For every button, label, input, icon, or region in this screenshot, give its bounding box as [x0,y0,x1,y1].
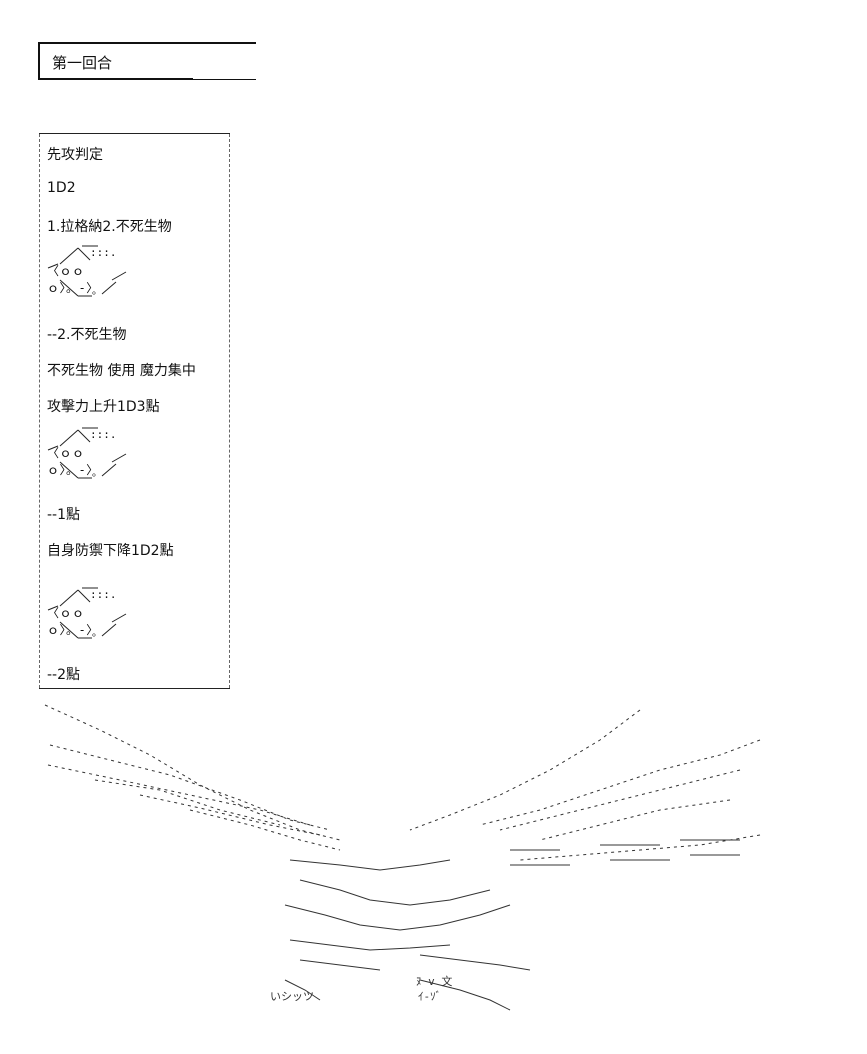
attack-up-result: --1點 [47,507,81,523]
defense-down-roll: 自身防禦下降1D2點 [47,543,174,559]
heading-bottom-border-thin [193,79,256,80]
roll-formula: 1D2 [47,180,76,196]
initiative-result: --2.不死生物 [47,327,127,343]
roll-options: 1.拉格納2.不死生物 [47,219,172,235]
round-title: 第一回合 [52,54,113,72]
initiative-title: 先攻判定 [47,147,103,163]
dice-result-box: 先攻判定 1D2 1.拉格納2.不死生物 :::. 〈ｏｏｏ〉。-〉 。 --2… [39,133,230,689]
dice-icon: :::. 〈ｏｏｏ〉。-〉 。 [46,424,130,484]
svg-text:ﾇ v 文: ﾇ v 文 [416,974,452,988]
round-heading: 第一回合 [38,42,256,80]
defense-down-result: --2點 [47,667,81,683]
heading-bottom-border [38,78,193,80]
skill-use: 不死生物 使用 魔力集中 [47,363,196,379]
wing-creature-ascii-art: いシッツ ｲ-ｿﾞ ﾇ v 文 [40,700,820,1045]
svg-text:ｲ-ｿﾞ: ｲ-ｿﾞ [418,990,441,1003]
heading-left-border [38,42,40,80]
box-right-border [229,134,230,688]
dice-icon: :::. 〈ｏｏｏ〉。-〉 。 [46,242,130,302]
dice-icon: :::. 〈ｏｏｏ〉。-〉 。 [46,584,130,644]
heading-top-border [38,42,256,44]
attack-up-roll: 攻擊力上升1D3點 [47,399,160,415]
svg-text:いシッツ: いシッツ [270,990,314,1003]
box-left-border [39,134,40,688]
